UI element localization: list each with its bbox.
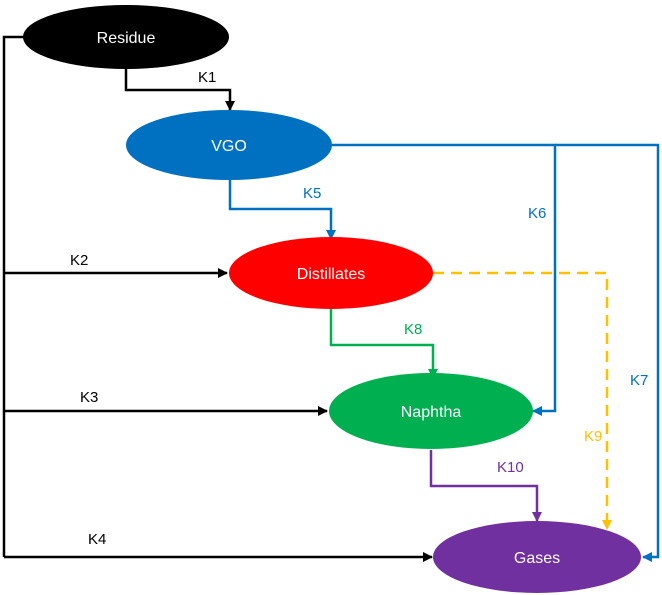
edge-k2-label: K2 bbox=[70, 252, 88, 269]
edge-k3-label: K3 bbox=[80, 389, 98, 406]
node-naphtha-shape bbox=[329, 373, 533, 449]
edge-k6-arrow bbox=[332, 143, 557, 416]
edge-k1-label: K1 bbox=[198, 69, 216, 86]
node-gases-label: Gases bbox=[514, 550, 560, 567]
edge-k7-arrow bbox=[555, 143, 660, 562]
node-naphtha-label: Naphtha bbox=[401, 404, 462, 421]
edge-k5-label: K5 bbox=[303, 185, 321, 202]
node-distillates-shape bbox=[229, 237, 433, 309]
edge-k1-arrow bbox=[124, 68, 235, 111]
residue-trunk-line bbox=[2, 35, 26, 557]
edge-k6-label: K6 bbox=[528, 205, 546, 222]
node-gases: Gases bbox=[433, 521, 641, 593]
edge-k5-arrow bbox=[228, 180, 336, 240]
node-residue-shape bbox=[23, 5, 229, 69]
edge-k8-label: K8 bbox=[404, 321, 422, 338]
node-vgo-label: VGO bbox=[211, 138, 247, 155]
node-distillates-label: Distillates bbox=[297, 266, 365, 283]
edge-k9-label: K9 bbox=[584, 428, 602, 445]
edge-k10-arrow bbox=[429, 450, 542, 522]
edge-k10-label: K10 bbox=[497, 459, 524, 476]
edge-k9-arrow bbox=[433, 271, 612, 530]
node-residue: Residue bbox=[23, 5, 229, 69]
edge-k8-arrow bbox=[329, 309, 438, 379]
node-distillates: Distillates bbox=[229, 237, 433, 309]
edge-k4-label: K4 bbox=[88, 531, 106, 548]
node-vgo-shape bbox=[126, 110, 332, 180]
node-naphtha: Naphtha bbox=[329, 373, 533, 449]
node-residue-label: Residue bbox=[97, 30, 156, 47]
node-gases-shape bbox=[433, 521, 641, 593]
node-vgo: VGO bbox=[126, 110, 332, 180]
edge-k7-label: K7 bbox=[630, 372, 648, 389]
